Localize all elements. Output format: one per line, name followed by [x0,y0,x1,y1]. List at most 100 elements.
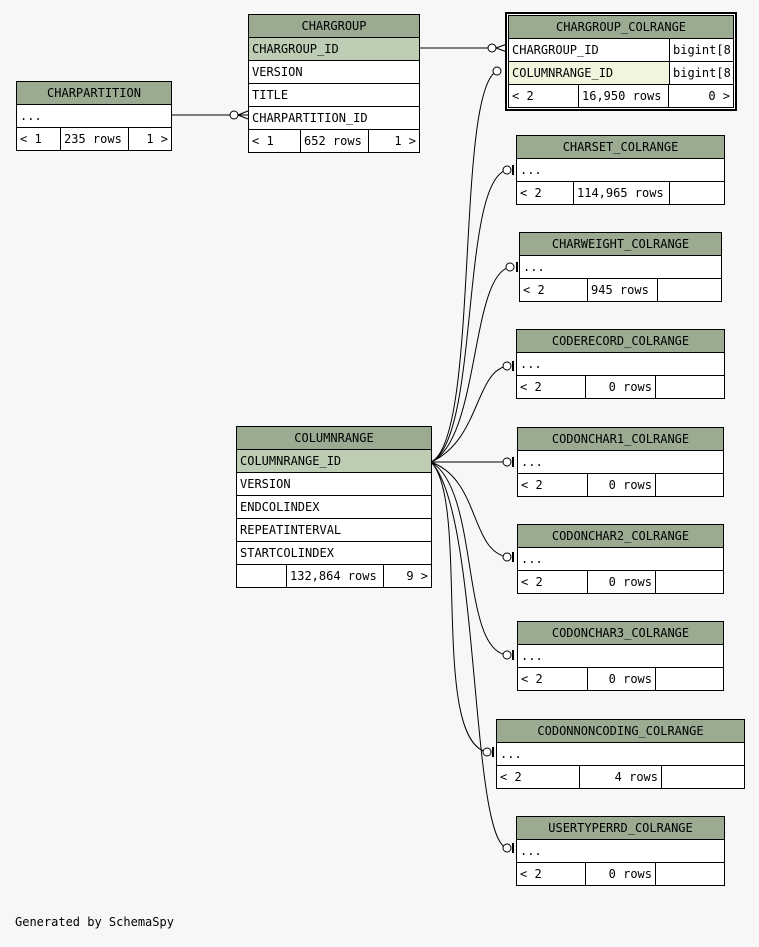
children-link[interactable]: 9 > [406,569,428,583]
row-count: 945 rows [588,279,658,301]
column-type: bigint[8] [669,39,733,61]
row-count: 235 rows [61,128,129,150]
table-chargroup[interactable]: CHARGROUP CHARGROUP_ID VERSION TITLE CHA… [248,14,420,153]
table-title: CODERECORD_COLRANGE [517,330,724,353]
children-link[interactable] [656,668,723,690]
row-count: 0 rows [588,668,656,690]
table-footer: < 2 945 rows [520,279,721,301]
column-row[interactable]: ... [518,451,723,474]
parents-link[interactable] [237,565,287,587]
table-title: CHARGROUP [249,15,419,38]
table-footer: < 2 0 rows [518,474,723,496]
table-codonchar3-colrange[interactable]: CODONCHAR3_COLRANGE ... < 2 0 rows [517,621,724,691]
column-row[interactable]: TITLE [249,84,419,107]
column-row[interactable]: ... [517,840,724,863]
table-footer: < 2 0 rows [517,863,724,885]
table-usertyperrd-colrange[interactable]: USERTYPERRD_COLRANGE ... < 2 0 rows [516,816,725,886]
table-title: CODONCHAR2_COLRANGE [518,525,723,548]
children-link[interactable] [670,182,724,204]
children-link[interactable] [656,474,723,496]
table-coderecord-colrange[interactable]: CODERECORD_COLRANGE ... < 2 0 rows [516,329,725,399]
children-link[interactable] [662,766,744,788]
column-row[interactable]: ... [520,256,721,279]
column-row[interactable]: COLUMNRANGE_ID [237,450,431,473]
parents-link[interactable]: < 2 [518,571,588,593]
table-footer: < 2 4 rows [497,766,744,788]
table-title: USERTYPERRD_COLRANGE [517,817,724,840]
children-link[interactable]: 0 > [708,89,730,103]
parents-link[interactable]: < 2 [517,182,574,204]
column-row[interactable]: ... [17,105,171,128]
edge-columnrange-chargroup-colrange [430,70,498,463]
row-count: 4 rows [580,766,662,788]
parents-link[interactable]: < 2 [520,279,588,301]
table-footer: < 2 16,950 rows 0 > [508,85,734,108]
column-row[interactable]: CHARGROUP_ID [249,38,419,61]
column-row[interactable]: ... [518,548,723,571]
edge-columnrange-codonchar2-colrange [430,461,508,558]
column-row[interactable]: VERSION [237,473,431,496]
table-title: COLUMNRANGE [237,427,431,450]
parents-link[interactable]: < 2 [509,85,579,107]
children-link[interactable] [656,863,724,885]
parents-link[interactable]: < 2 [518,668,588,690]
table-title: CODONNONCODING_COLRANGE [497,720,744,743]
table-title: CHARWEIGHT_COLRANGE [520,233,721,256]
table-footer: 132,864 rows 9 > [237,565,431,587]
column-row[interactable]: CHARGROUP_ID bigint[8] [508,39,734,62]
table-footer: < 1 652 rows 1 > [249,130,419,152]
table-footer: < 2 0 rows [517,376,724,398]
children-link[interactable]: 1 > [146,132,168,146]
row-count: 0 rows [588,474,656,496]
edge-columnrange-charweight-colrange [430,266,511,463]
table-title: CHARGROUP_COLRANGE [508,15,734,39]
parents-link[interactable]: < 1 [249,130,301,152]
table-footer: < 2 0 rows [518,668,723,690]
row-count: 652 rows [301,130,369,152]
table-title: CODONCHAR1_COLRANGE [518,428,723,451]
parents-link[interactable]: < 2 [517,376,586,398]
column-row[interactable]: ENDCOLINDEX [237,496,431,519]
row-count: 114,965 rows [574,182,670,204]
table-title: CODONCHAR3_COLRANGE [518,622,723,645]
table-charweight-colrange[interactable]: CHARWEIGHT_COLRANGE ... < 2 945 rows [519,232,722,302]
column-row[interactable]: CHARPARTITION_ID [249,107,419,130]
parents-link[interactable]: < 2 [518,474,588,496]
table-charpartition[interactable]: CHARPARTITION ... < 1 235 rows 1 > [16,81,172,151]
row-count: 16,950 rows [579,85,669,107]
children-link[interactable]: 1 > [394,134,416,148]
column-row[interactable]: VERSION [249,61,419,84]
table-codonnoncoding-colrange[interactable]: CODONNONCODING_COLRANGE ... < 2 4 rows [496,719,745,789]
children-link[interactable] [656,571,723,593]
table-charset-colrange[interactable]: CHARSET_COLRANGE ... < 2 114,965 rows [516,135,725,205]
column-name: CHARGROUP_ID [512,43,599,57]
parents-link[interactable]: < 2 [517,863,586,885]
table-chargroup-colrange[interactable]: CHARGROUP_COLRANGE CHARGROUP_ID bigint[8… [505,12,737,111]
table-footer: < 1 235 rows 1 > [17,128,171,150]
table-codonchar1-colrange[interactable]: CODONCHAR1_COLRANGE ... < 2 0 rows [517,427,724,497]
column-row[interactable]: ... [517,159,724,182]
column-row[interactable]: STARTCOLINDEX [237,542,431,565]
table-footer: < 2 0 rows [518,571,723,593]
table-columnrange[interactable]: COLUMNRANGE COLUMNRANGE_ID VERSION ENDCO… [236,426,432,588]
column-row[interactable]: COLUMNRANGE_ID bigint[8] [508,62,734,85]
column-row[interactable]: ... [517,353,724,376]
table-title: CHARSET_COLRANGE [517,136,724,159]
column-row[interactable]: ... [518,645,723,668]
children-link[interactable] [656,376,724,398]
column-name: COLUMNRANGE_ID [509,62,669,84]
children-link[interactable] [658,279,721,301]
parents-link[interactable]: < 1 [17,128,61,150]
edge-columnrange-charset-colrange [430,169,508,463]
column-row[interactable]: ... [497,743,744,766]
row-count: 0 rows [588,571,656,593]
column-row[interactable]: REPEATINTERVAL [237,519,431,542]
edge-columnrange-usertyperrd-colrange [430,461,508,849]
table-codonchar2-colrange[interactable]: CODONCHAR2_COLRANGE ... < 2 0 rows [517,524,724,594]
row-count: 0 rows [586,376,656,398]
table-footer: < 2 114,965 rows [517,182,724,204]
edge-columnrange-codonchar3-colrange [430,461,508,656]
parents-link[interactable]: < 2 [497,766,580,788]
generated-by-text: Generated by SchemaSpy [15,915,174,929]
